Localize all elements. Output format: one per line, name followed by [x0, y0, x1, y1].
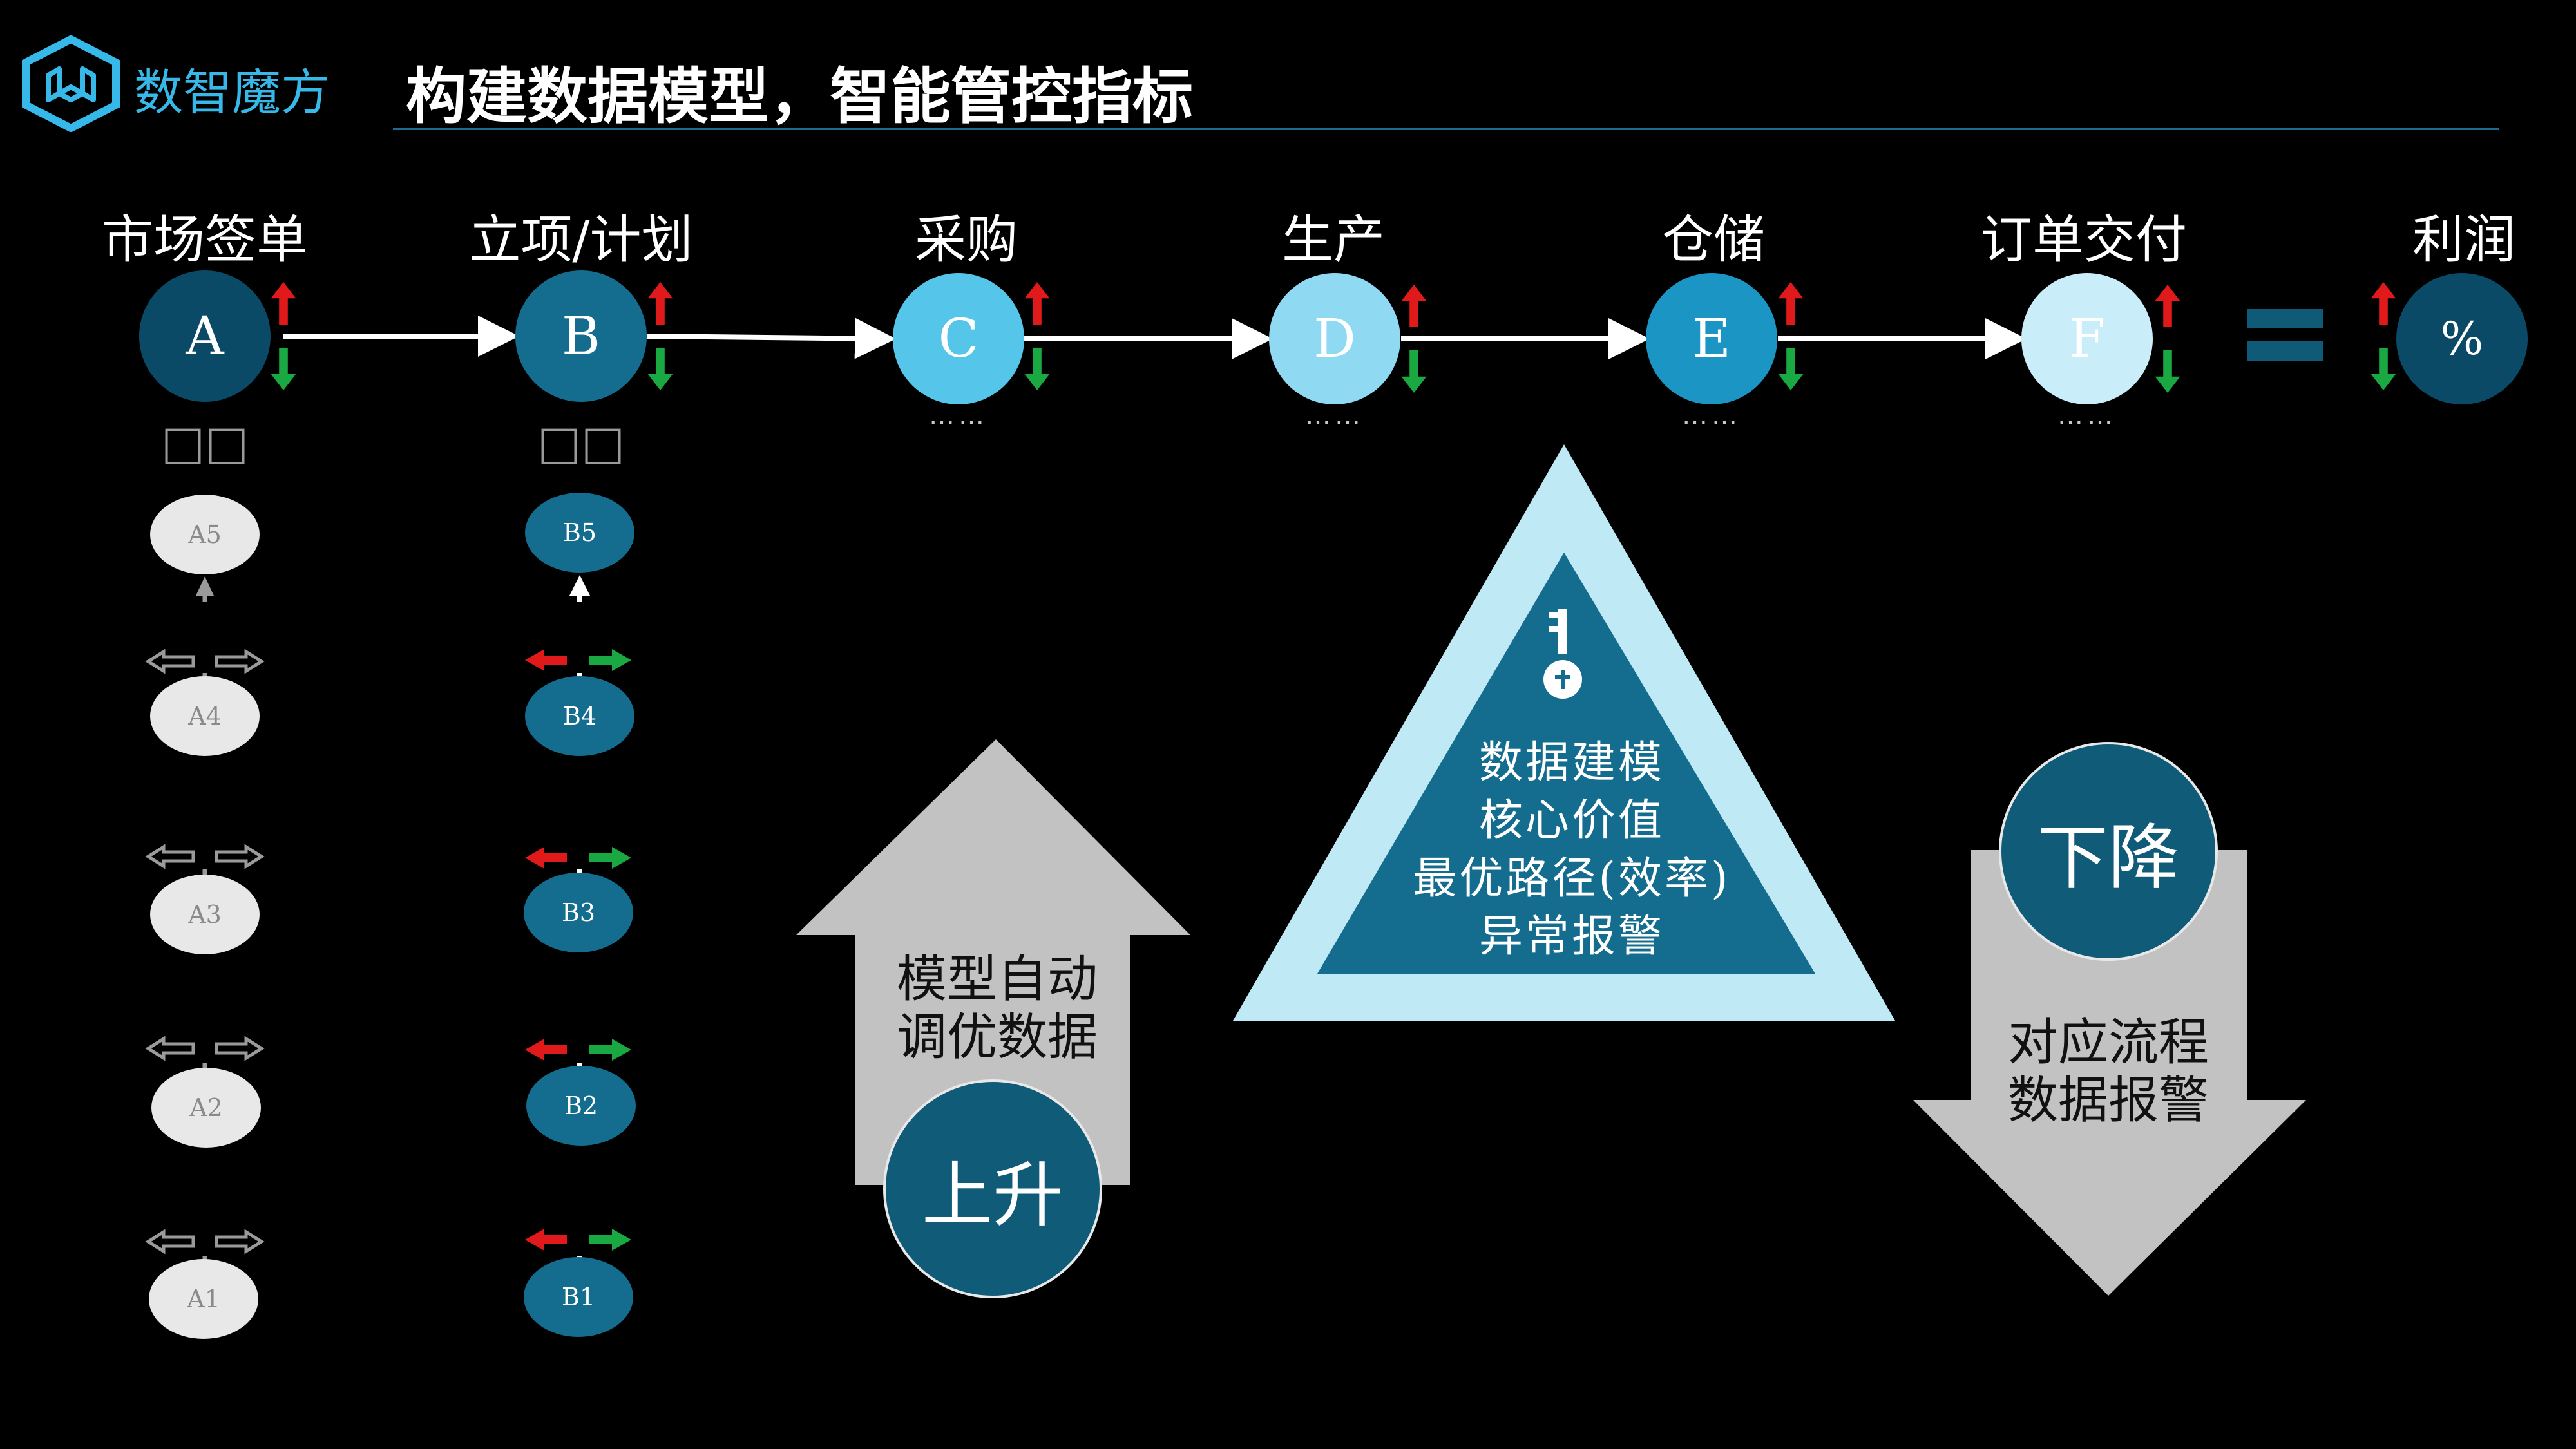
node-d: D: [1269, 273, 1400, 404]
down-arrow-icon: [1401, 350, 1427, 393]
value-triangle-inner: [1317, 553, 1815, 974]
down-arrow-icon: [647, 347, 673, 390]
node-a2: A2: [151, 1068, 261, 1148]
equals-icon: [2247, 309, 2323, 361]
node-a5: A5: [150, 495, 260, 574]
logo-icon: [22, 35, 120, 132]
node-f: F: [2021, 273, 2153, 404]
triangle-line-1: 数据建模: [1478, 737, 1665, 788]
flow-arrow-b-c: [647, 317, 896, 359]
stage-label-c: 采购: [915, 210, 1018, 270]
node-b2: B2: [526, 1066, 636, 1146]
up-arrow-icon: [1401, 285, 1427, 328]
node-c: C: [893, 273, 1024, 404]
triangle-line-3: 最优路径(效率): [1413, 853, 1731, 904]
triangle-line-2: 核心价值: [1478, 795, 1665, 846]
ellipsis-f: ……: [2057, 401, 2117, 430]
stage-label-a: 市场签单: [102, 210, 308, 270]
stage-label-f: 订单交付: [1981, 210, 2187, 270]
down-arrow-text-2: 数据报警: [2007, 1072, 2209, 1130]
node-profit: %: [2396, 273, 2528, 404]
down-arrow-text-1: 对应流程: [2007, 1014, 2209, 1072]
sub-a-side-arrows: [145, 649, 265, 1255]
up-arrow-icon: [1778, 282, 1804, 325]
up-arrow-icon: [1024, 282, 1050, 325]
rise-circle: 上升: [883, 1079, 1102, 1298]
node-e: E: [1646, 273, 1777, 404]
stage-label-b: 立项/计划: [469, 210, 693, 270]
down-arrow-icon: [1024, 347, 1050, 390]
up-arrow-icon: [647, 282, 673, 325]
ellipsis-c: ……: [929, 401, 988, 430]
sub-b-label: □□: [537, 415, 625, 469]
up-arrow-icon: [271, 282, 296, 325]
sub-b-top-arrow: [569, 575, 590, 596]
node-b1: B1: [524, 1257, 633, 1337]
node-b3: B3: [524, 873, 633, 952]
node-b4: B4: [525, 676, 634, 756]
triangle-line-4: 异常报警: [1478, 911, 1665, 962]
ellipsis-d: ……: [1305, 401, 1364, 430]
up-arrow-text-1: 模型自动: [896, 951, 1098, 1009]
sub-a-label: □□: [160, 415, 249, 469]
up-arrow-icon: [2371, 282, 2396, 325]
node-a1: A1: [149, 1259, 258, 1339]
down-arrow-icon: [1778, 347, 1804, 390]
node-a4: A4: [150, 676, 260, 756]
node-b: B: [515, 270, 647, 402]
sub-a-top-arrow: [196, 576, 214, 596]
up-arrow-text-2: 调优数据: [896, 1009, 1098, 1066]
up-block-arrow: [796, 739, 1190, 1185]
down-arrow-icon: [2155, 350, 2180, 393]
node-a3: A3: [150, 875, 260, 954]
fall-circle: 下降: [1999, 742, 2218, 961]
down-arrow-icon: [2371, 347, 2396, 390]
up-arrow-icon: [2155, 285, 2180, 328]
down-block-arrow: [1913, 850, 2306, 1296]
ellipsis-e: ……: [1682, 401, 1741, 430]
stage-label-d: 生产: [1282, 210, 1385, 270]
title-divider: [393, 128, 2499, 130]
down-arrow-icon: [271, 347, 296, 390]
stage-label-profit: 利润: [2412, 210, 2515, 270]
node-a: A: [139, 270, 271, 402]
logo-text: 数智魔方: [134, 64, 330, 121]
sub-b-side-arrows: [525, 649, 631, 1251]
page-title: 构建数据模型，智能管控指标: [406, 62, 1194, 132]
key-icon: [1543, 609, 1582, 699]
stage-label-e: 仓储: [1662, 210, 1765, 270]
node-b5: B5: [525, 493, 634, 573]
